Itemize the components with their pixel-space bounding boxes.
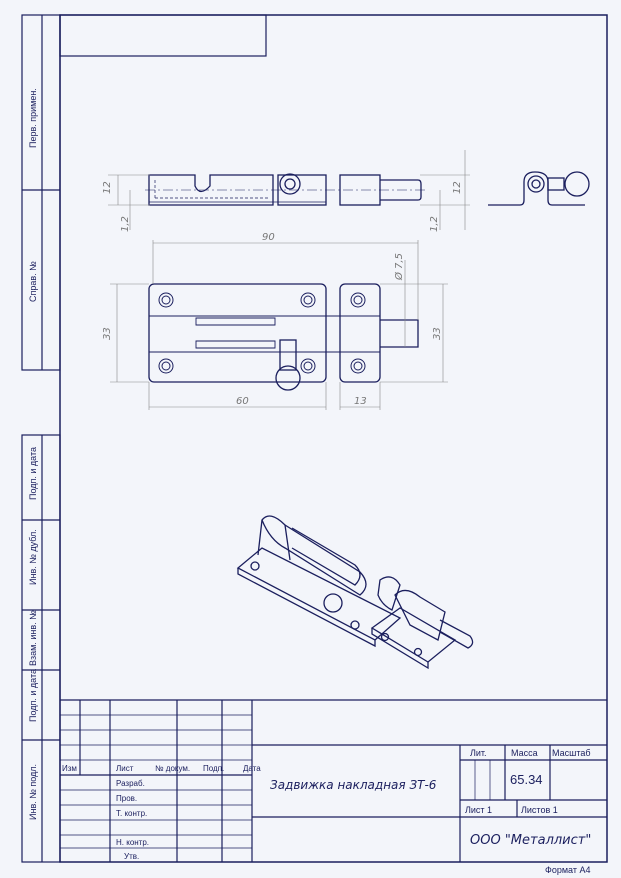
format-label: Формат А4: [545, 865, 590, 875]
role-razrab: Разраб.: [116, 779, 145, 788]
side-label-perv-primen: Перв. примен.: [28, 88, 38, 148]
header-date: Дата: [243, 764, 261, 773]
isometric-view: [236, 515, 474, 670]
scale-label: Масштаб: [552, 748, 591, 758]
side-label-podp-data: Подп. и дата: [28, 447, 38, 500]
role-prov: Пров.: [116, 794, 137, 803]
top-left-box: [59, 14, 267, 57]
dim-diameter-7-5: Ø 7,5: [393, 253, 405, 281]
header-doc: № докум.: [155, 764, 190, 773]
dim-12-right: 12: [452, 181, 463, 194]
dim-12-left: 12: [102, 181, 113, 194]
dim-33-right: 33: [432, 327, 443, 340]
company-name: ООО "Металлист": [470, 833, 591, 848]
dim-1-2-left: 1,2: [120, 216, 131, 232]
dim-33-left: 33: [102, 327, 113, 340]
header-sign: Подп.: [203, 764, 224, 773]
inner-frame: [59, 14, 608, 863]
top-view: [148, 283, 419, 391]
mass-value: 65.34: [510, 772, 543, 787]
lit-label: Лит.: [470, 748, 487, 758]
side-view: [488, 171, 590, 206]
role-t-kontr: Т. контр.: [116, 809, 147, 818]
dim-60: 60: [236, 396, 249, 407]
dim-90: 90: [262, 232, 275, 243]
role-n-kontr: Н. контр.: [116, 838, 149, 847]
side-label-inv-podl: Инв. № подл.: [28, 764, 38, 820]
side-label-inv-dubl: Инв. № дубл.: [28, 529, 38, 585]
side-label-sprav: Справ. №: [28, 261, 38, 302]
role-utv: Утв.: [124, 852, 139, 861]
dimension-lines: [108, 150, 470, 410]
dim-13: 13: [354, 396, 367, 407]
header-list: Лист: [116, 764, 134, 773]
sheet-number: Лист 1: [465, 805, 492, 815]
mass-label: Масса: [511, 748, 538, 758]
front-view: [145, 173, 425, 206]
title-block: [60, 699, 607, 862]
sheet-count: Листов 1: [521, 805, 558, 815]
header-izm: Изм: [62, 764, 77, 773]
side-label-podp-data-2: Подп. и дата: [28, 669, 38, 722]
drawing-title: Задвижка накладная ЗТ-6: [270, 778, 437, 792]
side-label-vzam-inv: Взам. инв. №: [28, 610, 38, 666]
dim-1-2-right: 1,2: [429, 216, 440, 232]
side-strip: [21, 14, 61, 863]
